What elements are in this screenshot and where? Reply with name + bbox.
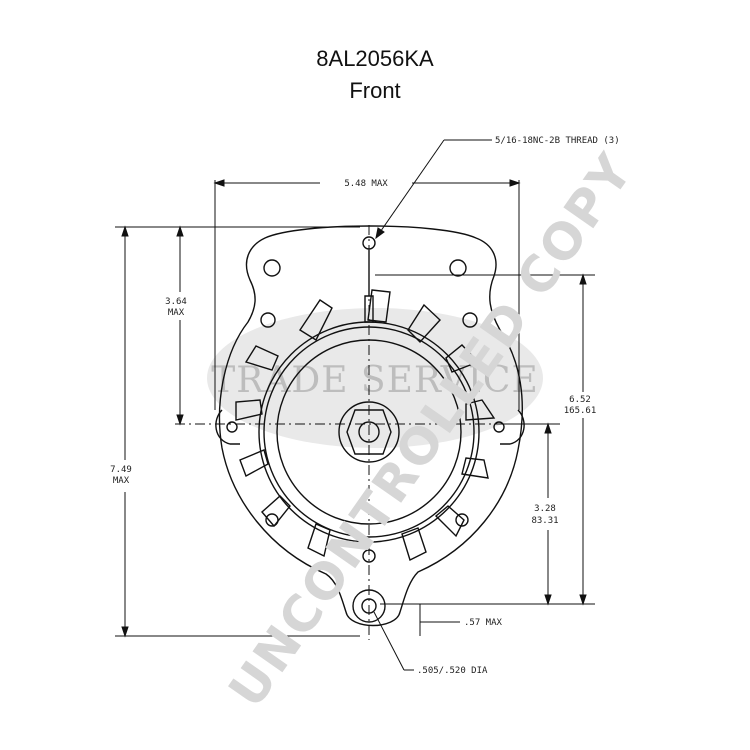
upper-height-value: 3.64 (165, 297, 187, 307)
outer-height-mm: 165.61 (564, 406, 597, 416)
part-number-title: 8AL2056KA (316, 46, 434, 71)
view-subtitle: Front (349, 78, 401, 103)
outer-height-inches: 6.52 (569, 395, 591, 405)
thread-callout: 5/16-18NC-2B THREAD (3) (495, 136, 620, 146)
inner-height-mm: 83.31 (531, 516, 558, 526)
total-height-max: MAX (113, 476, 130, 486)
dimension-lines (115, 139, 595, 671)
width-dimension: 5.48 MAX (344, 179, 388, 189)
bottom-offset: .57 MAX (464, 618, 503, 628)
total-height-value: 7.49 (110, 465, 132, 475)
alternator-outline (215, 225, 525, 627)
hole-diameter: .505/.520 DIA (417, 666, 488, 676)
inner-height-inches: 3.28 (534, 504, 556, 514)
upper-height-max: MAX (168, 308, 185, 318)
